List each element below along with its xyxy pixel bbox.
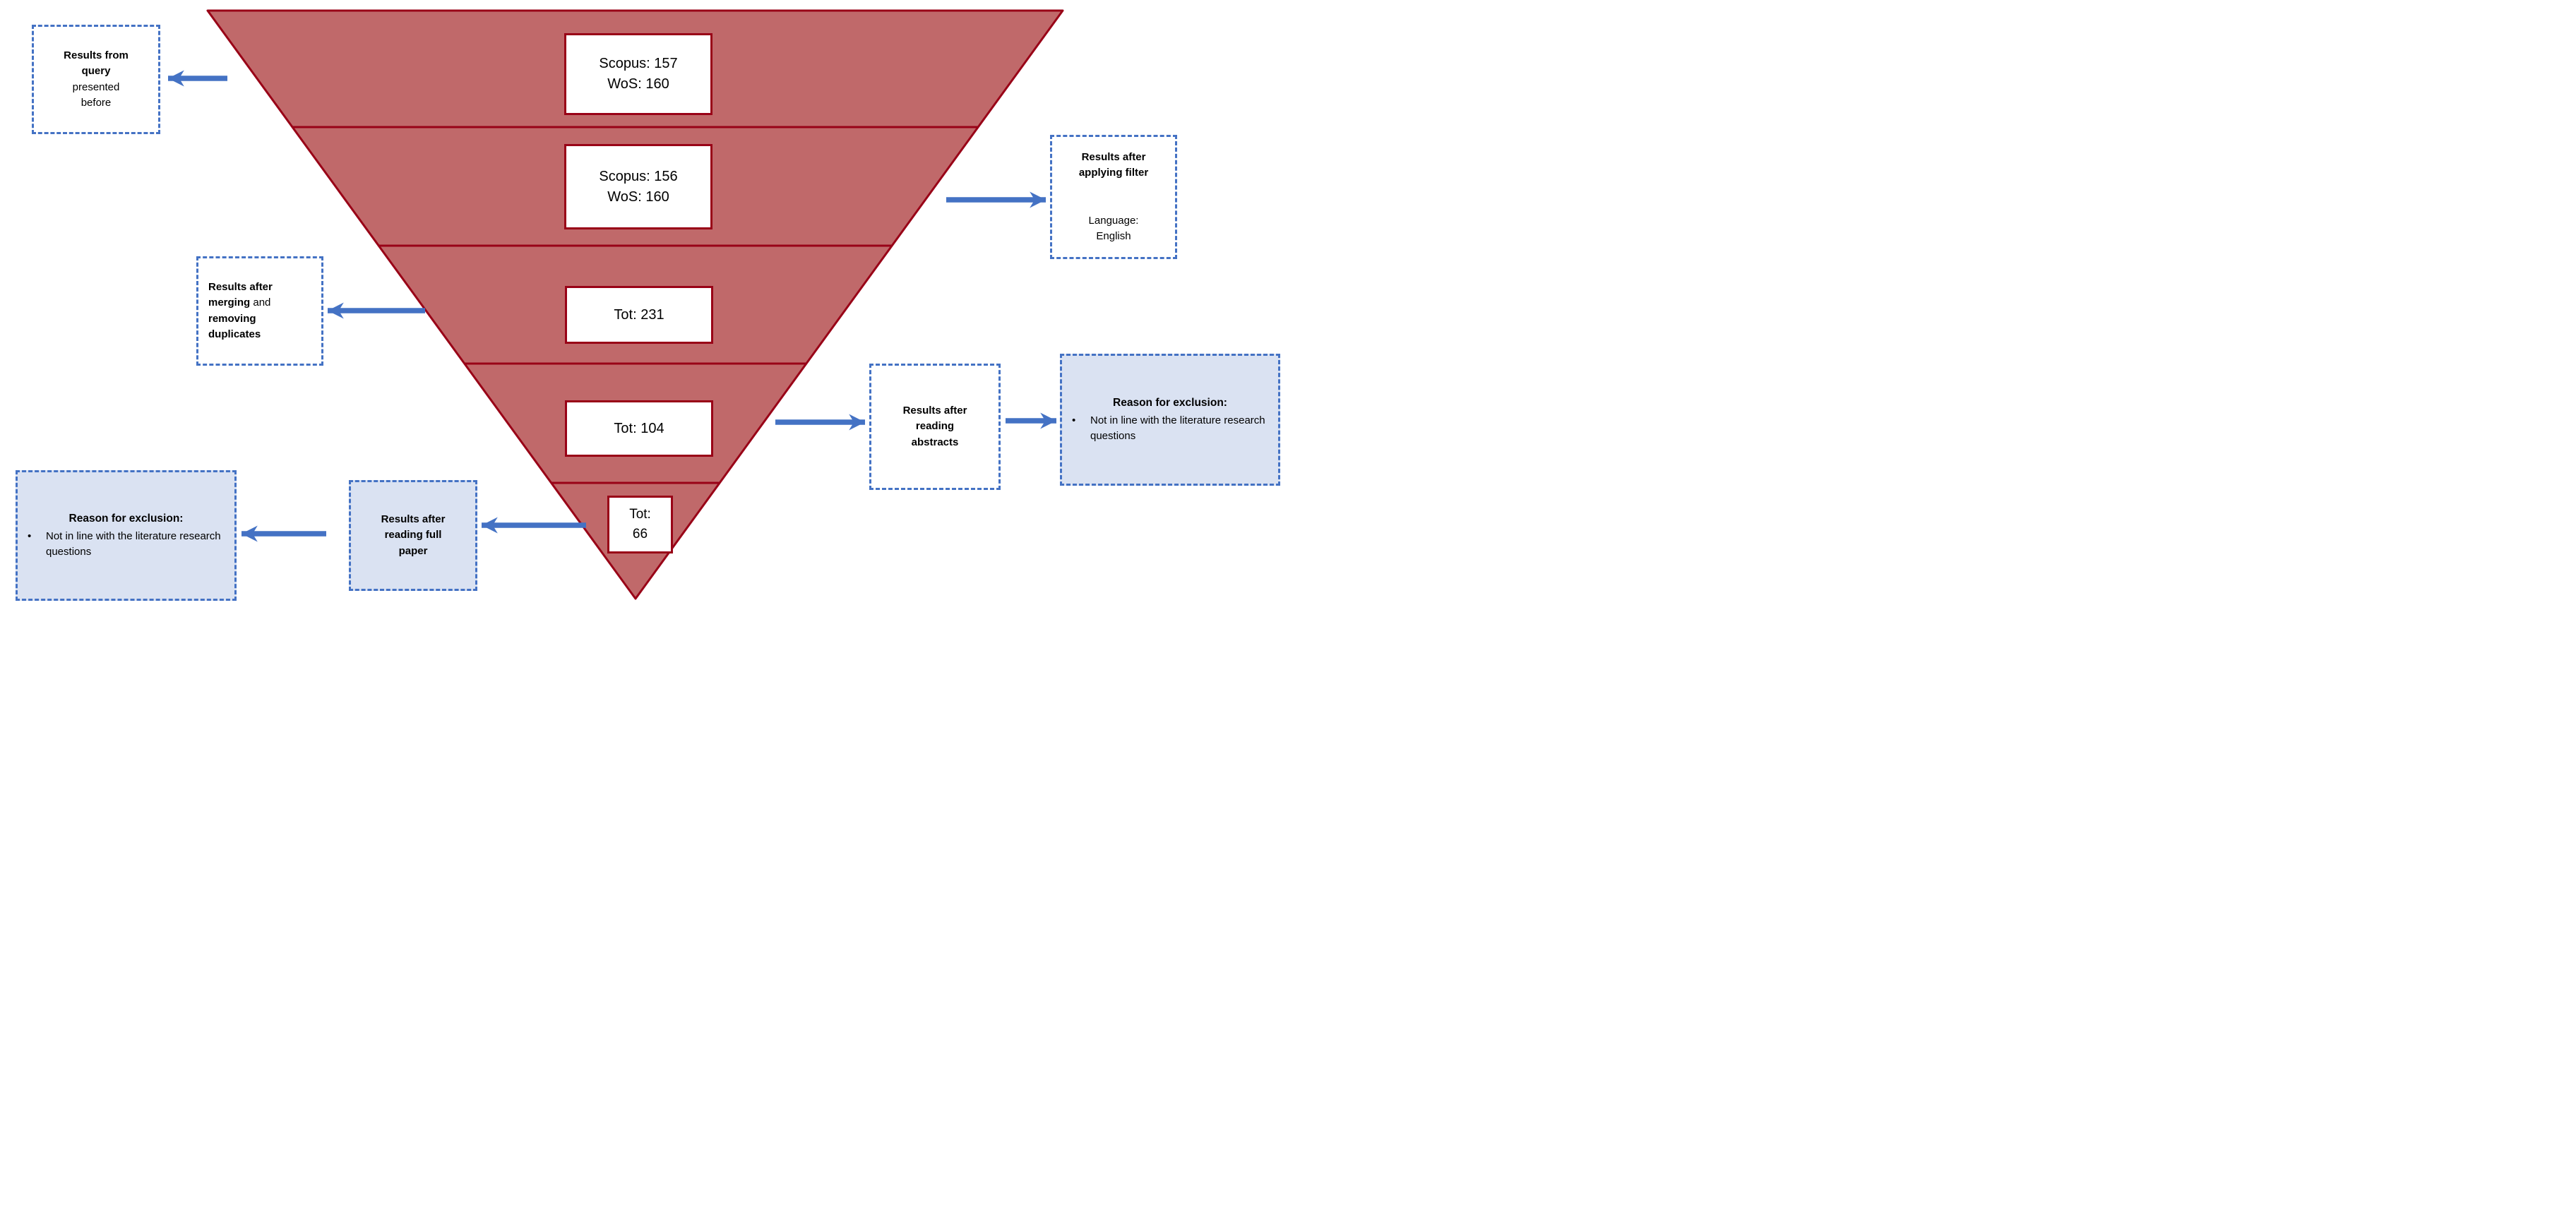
stage-label-after-merging: Tot: 231 — [565, 286, 713, 344]
exclusion-bullet-text: Not in line with the literature research… — [46, 529, 221, 558]
stage-label-after-full-paper: Tot:66 — [607, 496, 673, 553]
exclusion-bullet-text: Not in line with the literature research… — [1090, 414, 1265, 443]
exclusion-bullet-item: • Not in line with the literature resear… — [22, 529, 230, 561]
exclusion-bullet-item: • Not in line with the literature resear… — [1066, 413, 1274, 445]
exclusion-heading: Reason for exclusion: — [68, 513, 184, 525]
exclusion-heading: Reason for exclusion: — [1113, 397, 1227, 409]
callout-exclusion-reason-full-paper: Reason for exclusion: • Not in line with… — [16, 470, 237, 601]
bullet-icon: • — [1072, 414, 1076, 426]
stage-label-after-abstracts: Tot: 104 — [565, 400, 713, 457]
callout-exclusion-reason-abstracts: Reason for exclusion: • Not in line with… — [1060, 354, 1280, 486]
bullet-icon: • — [28, 529, 32, 542]
